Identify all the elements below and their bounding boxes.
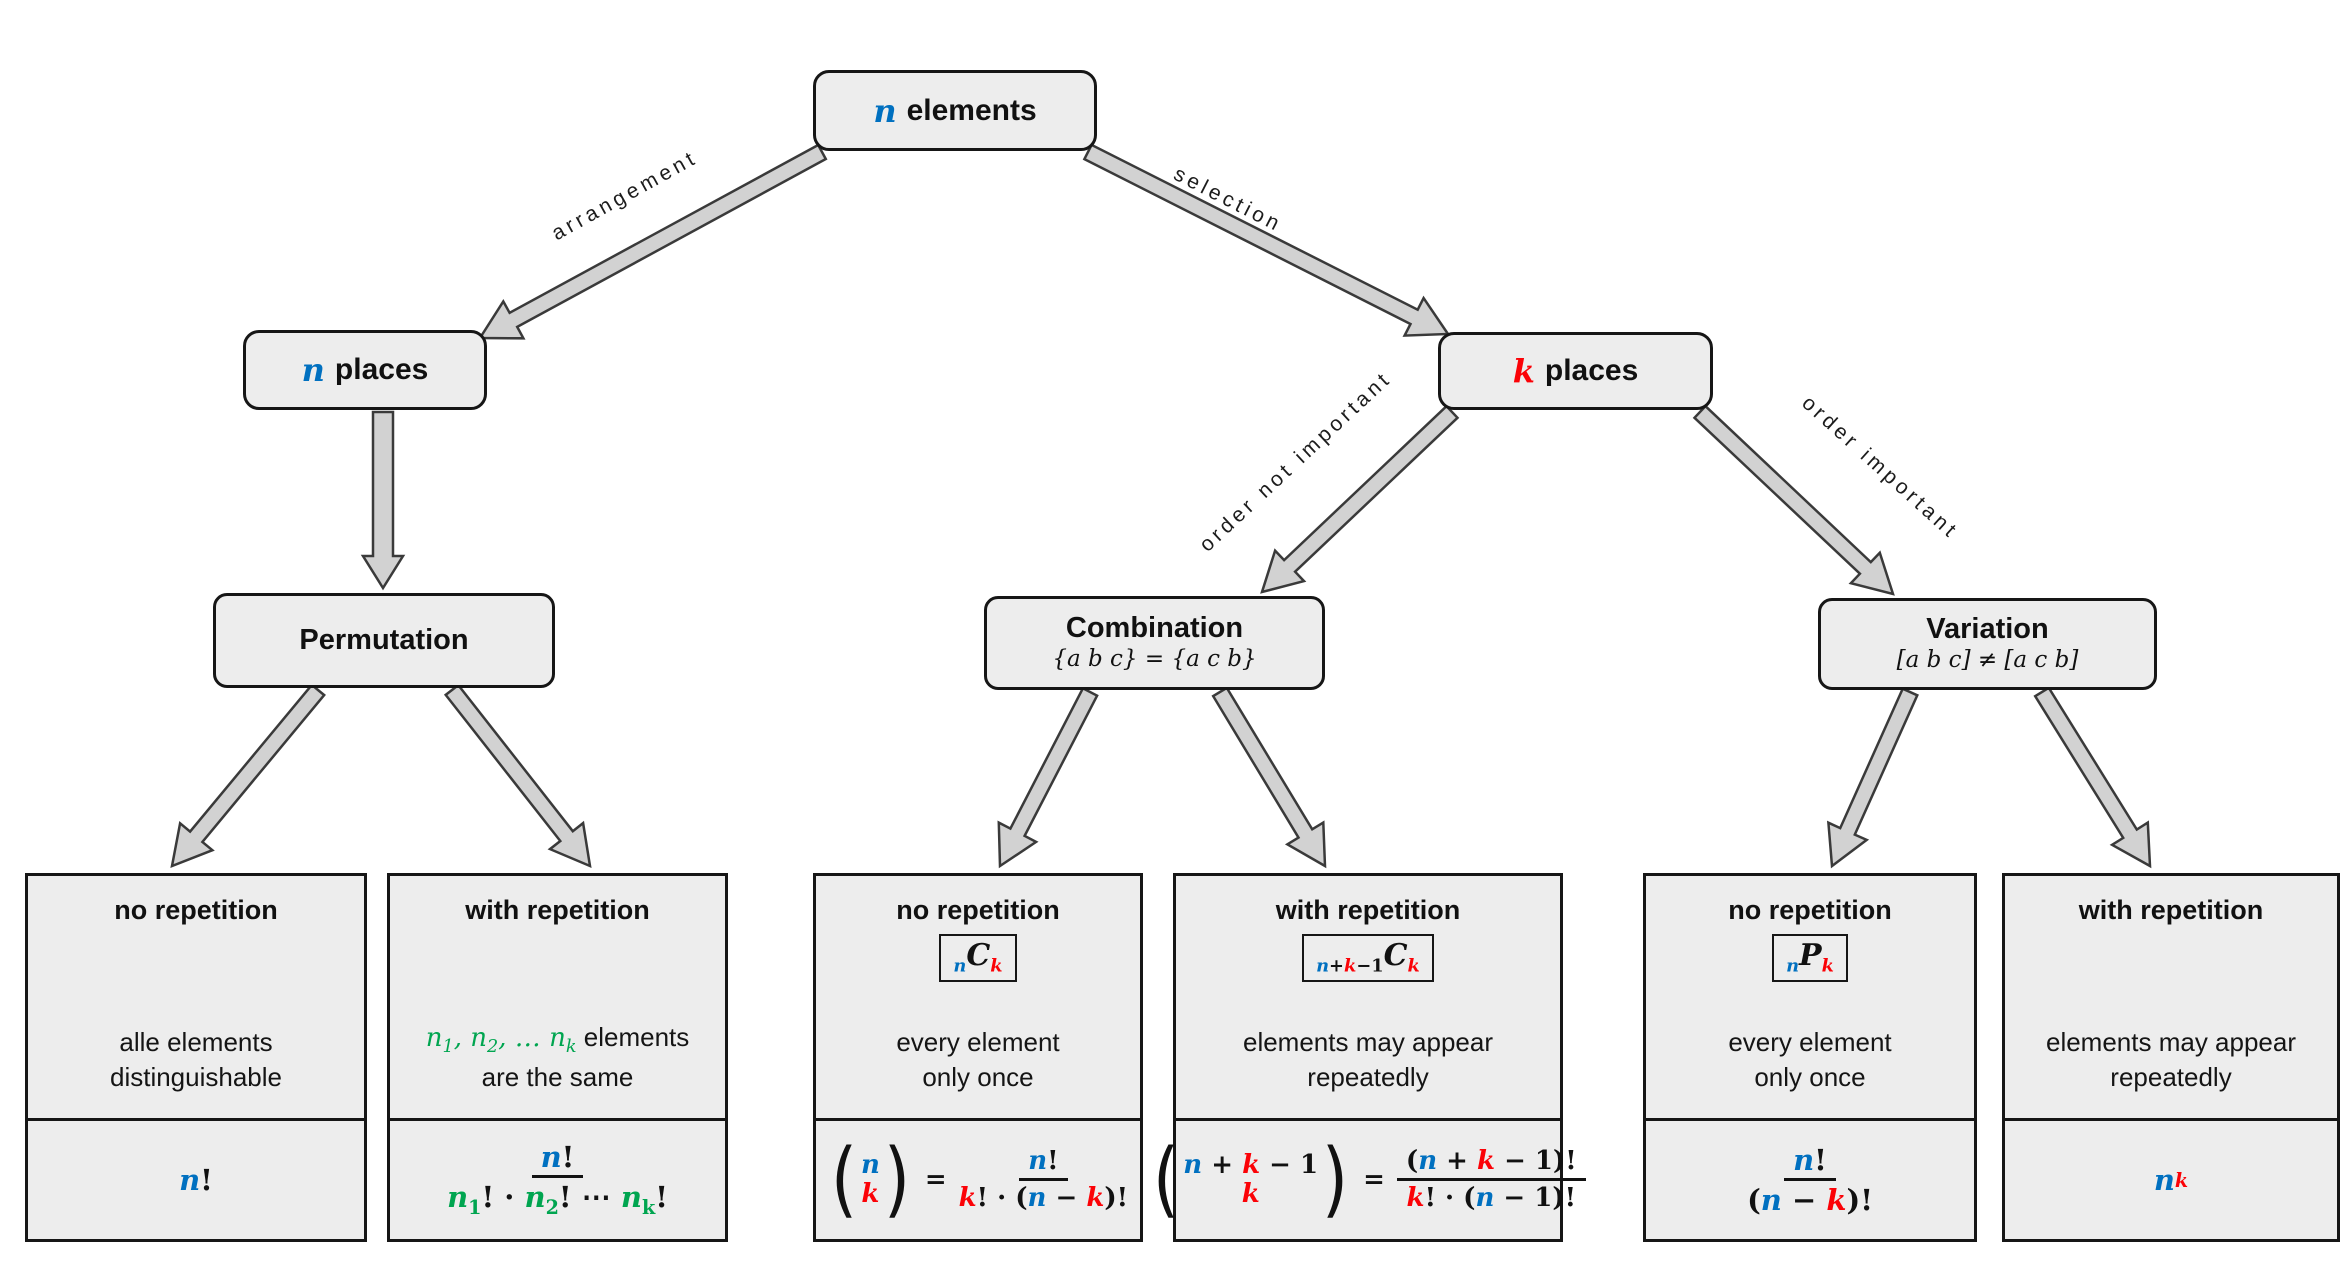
symbol-nPk: nPk — [1772, 933, 1848, 983]
node-n-elements-label: elements — [906, 93, 1037, 127]
node-n-places: n places — [243, 330, 487, 410]
variable-k: k — [1512, 352, 1535, 390]
formula-k-permutation: n! (n − k)! — [1747, 1142, 1873, 1217]
combination-example: {a b c} = {a c b} — [1052, 646, 1257, 673]
variable-n: n — [873, 91, 897, 130]
node-k-places-label: places — [1544, 354, 1639, 387]
card-description-section: with repetition n+k−1Ck elements may app… — [1176, 876, 1560, 1121]
variation-example: [a b c] ≠ [a c b] — [1896, 647, 2079, 674]
formula-n-factorial: n! — [179, 1163, 213, 1197]
node-k-places: k places — [1438, 332, 1713, 410]
card-title: with repetition — [465, 895, 650, 925]
node-n-elements: n elements — [813, 70, 1097, 151]
symbol-nCk: nCk — [939, 933, 1017, 983]
card-title: no repetition — [114, 895, 278, 925]
symbol-n-plus-k-minus-1-C-k: n+k−1Ck — [1302, 933, 1434, 983]
card-combination-with-repetition: with repetition n+k−1Ck elements may app… — [1153, 873, 1586, 1242]
permutation-title: Permutation — [299, 623, 469, 656]
card-title: with repetition — [1275, 895, 1461, 925]
combination-title: Combination — [1065, 612, 1244, 645]
card-title: no repetition — [1728, 895, 1892, 925]
variation-title: Variation — [1926, 613, 2049, 646]
card-title: no repetition — [896, 895, 1060, 925]
formula-multiset-permutation: n! n1! · n2! ⋯ nk! — [447, 1139, 668, 1220]
card-title: with repetition — [2078, 895, 2264, 925]
node-variation: Variation [a b c] ≠ [a c b] — [1818, 598, 2157, 690]
node-combination: Combination {a b c} = {a c b} — [984, 596, 1325, 690]
node-n-places-label: places — [334, 353, 429, 386]
variable-n: n — [301, 351, 325, 389]
node-permutation: Permutation — [213, 593, 555, 688]
